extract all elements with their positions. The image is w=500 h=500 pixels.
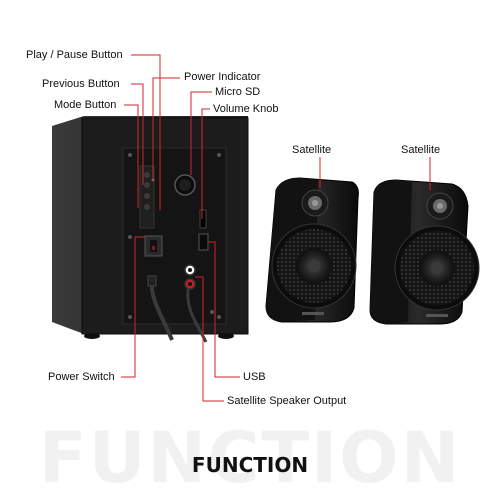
subwoofer (52, 116, 249, 343)
label-play-pause-button: Play / Pause Button (26, 49, 123, 61)
leader-power-indicator (152, 77, 180, 180)
leader-lines (121, 54, 431, 402)
label-satellite-speaker-output: Satellite Speaker Output (227, 395, 347, 407)
label-power-indicator: Power Indicator (184, 71, 261, 83)
label-mode-button: Mode Button (54, 99, 117, 111)
caption-title: FUNCTION (191, 453, 309, 477)
function-watermark: FUNCTION (38, 417, 462, 499)
leader-previous (131, 83, 144, 185)
leader-usb (208, 241, 240, 378)
label-previous-button: Previous Button (42, 78, 120, 90)
label-usb: USB (243, 371, 266, 383)
audio-cable (186, 288, 208, 343)
satellite-left (265, 177, 359, 323)
usb-port[interactable] (198, 233, 209, 251)
label-satellite-right: Satellite (401, 144, 441, 156)
leader-power-switch (121, 236, 145, 378)
micro-sd-slot[interactable] (199, 209, 207, 229)
next-button[interactable] (144, 193, 150, 199)
leader-satellite-output (195, 276, 224, 402)
label-volume-knob: Volume Knob (213, 103, 279, 115)
satellite-right (369, 179, 480, 325)
previous-button[interactable] (144, 182, 150, 188)
label-micro-sd: Micro SD (215, 86, 261, 98)
mode-button[interactable] (144, 204, 150, 210)
label-satellite-left: Satellite (292, 144, 332, 156)
leader-mode (124, 104, 139, 208)
leader-play-pause (131, 54, 161, 210)
label-power-switch: Power Switch (48, 371, 115, 383)
play-pause-button[interactable] (144, 172, 150, 178)
leader-volume-knob (201, 108, 210, 219)
leader-micro-sd (190, 91, 212, 175)
